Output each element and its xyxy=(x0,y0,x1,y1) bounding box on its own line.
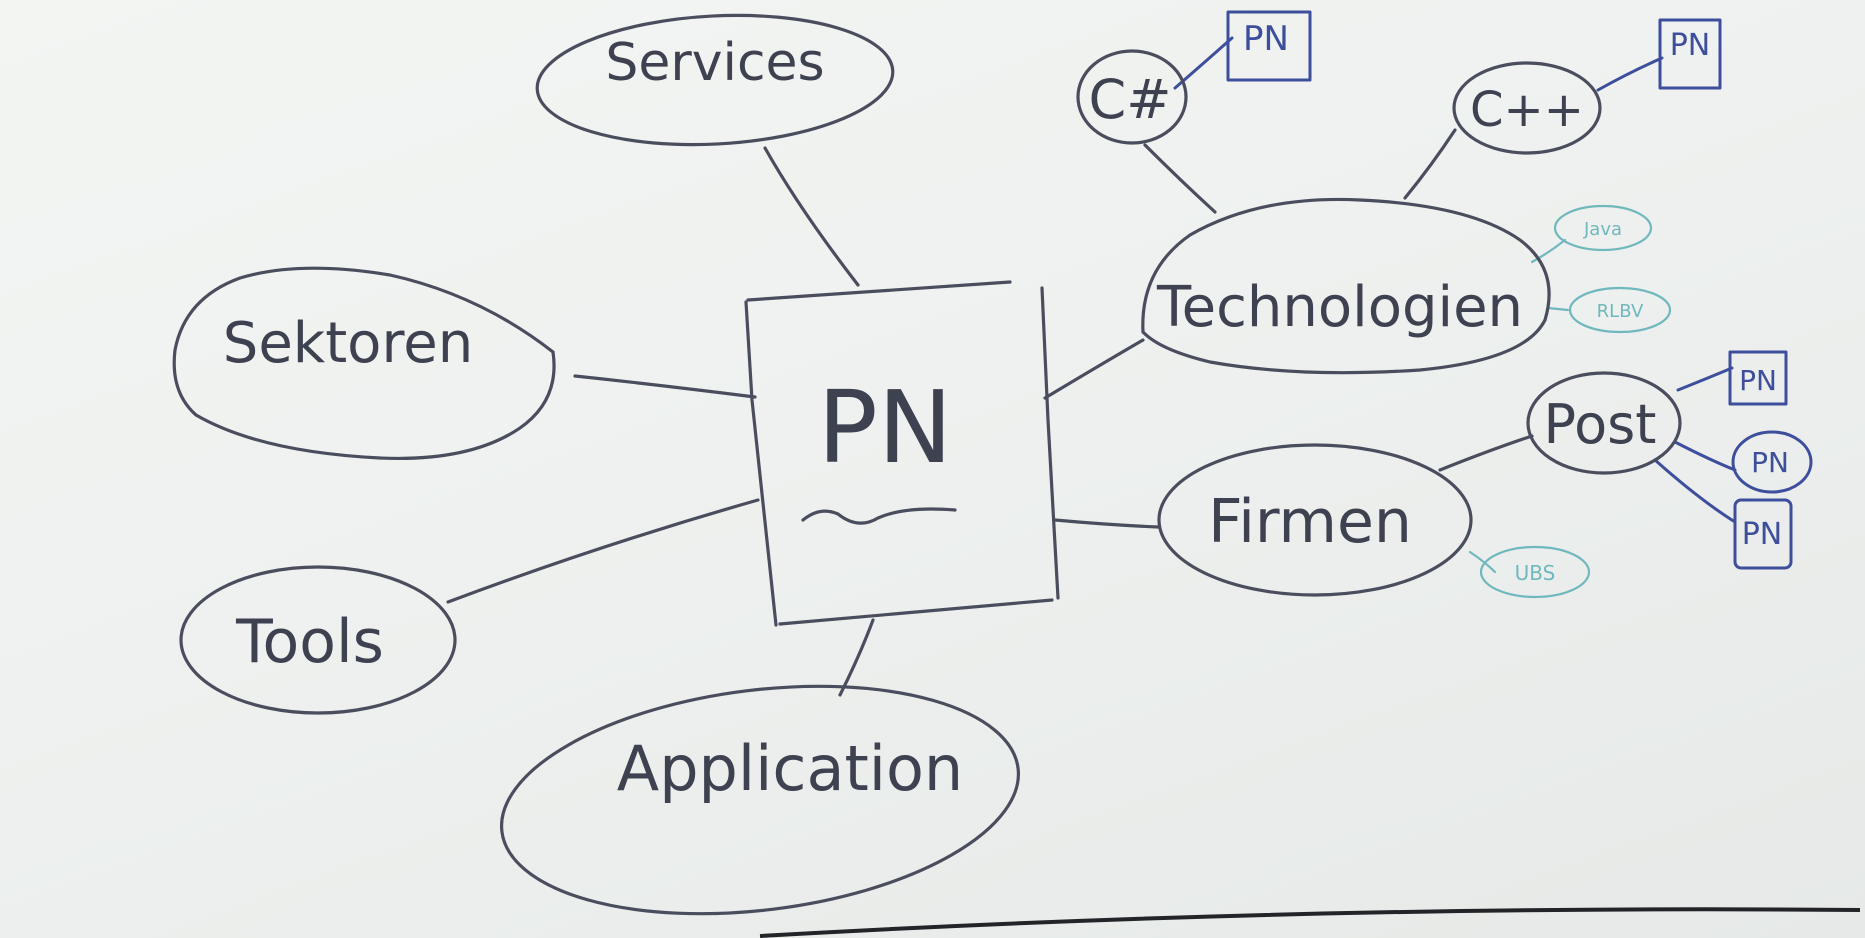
connector-csharp xyxy=(1143,143,1217,214)
connector-ubs xyxy=(1468,550,1497,574)
pn-tag-cpp-label: PN xyxy=(1670,28,1711,63)
post-ellipse xyxy=(1526,371,1682,475)
rlbv-ellipse xyxy=(1568,286,1672,334)
application-ellipse xyxy=(499,684,1021,916)
connector-technologien xyxy=(1043,338,1145,400)
node-technologien: Technologien xyxy=(1141,197,1551,375)
pn-tag-post-2: PN xyxy=(1731,430,1813,494)
pn-tag-cpp: PN xyxy=(1658,18,1722,90)
connector-application xyxy=(838,618,875,697)
node-tools: Tools xyxy=(179,565,457,715)
node-services: Services xyxy=(535,13,895,147)
java-label: Java xyxy=(1583,219,1622,240)
pn-tag-post-2-label: PN xyxy=(1751,446,1789,479)
center-box-right xyxy=(1040,286,1060,600)
pn-tag-csharp-label: PN xyxy=(1243,19,1289,59)
ubs-label: UBS xyxy=(1515,561,1556,585)
node-firmen: Firmen xyxy=(1157,443,1473,597)
connector-post-pn-2 xyxy=(1673,440,1737,472)
node-csharp: C# xyxy=(1076,49,1188,145)
sektoren-label: Sektoren xyxy=(223,311,473,376)
cpp-ellipse xyxy=(1452,61,1602,155)
pn-tag-cpp-box xyxy=(1658,18,1722,90)
pn-tag-post-2-ellipse xyxy=(1731,430,1813,494)
note-java: Java xyxy=(1553,204,1653,252)
pn-tag-post-1: PN xyxy=(1728,350,1788,406)
tools-label: Tools xyxy=(235,607,384,677)
ubs-ellipse xyxy=(1479,545,1591,599)
center-node: PN xyxy=(744,280,1060,627)
post-label: Post xyxy=(1544,393,1657,456)
connector-cpp xyxy=(1403,128,1457,200)
connector-rlbv xyxy=(1546,306,1570,312)
tools-ellipse xyxy=(179,565,457,715)
center-box-left xyxy=(744,300,778,627)
center-box-top xyxy=(746,280,1012,302)
connector-tools xyxy=(446,498,760,604)
connector-post-pn-3 xyxy=(1653,458,1737,524)
connector-cpp-pn xyxy=(1596,56,1664,92)
node-sektoren: Sektoren xyxy=(172,266,556,460)
pn-tag-post-3-box xyxy=(1733,498,1793,570)
center-label: PN xyxy=(817,369,952,486)
center-box-bottom xyxy=(778,598,1054,626)
services-label: Services xyxy=(605,33,824,93)
connector-sektoren xyxy=(573,374,757,399)
java-ellipse xyxy=(1553,204,1653,252)
note-ubs: UBS xyxy=(1479,545,1591,599)
node-cpp: C++ xyxy=(1452,61,1602,155)
technologien-label: Technologien xyxy=(1156,275,1523,340)
rlbv-label: RLBV xyxy=(1597,301,1644,322)
application-label: Application xyxy=(617,732,963,805)
connector-java xyxy=(1530,238,1567,264)
firmen-ellipse xyxy=(1157,443,1473,597)
pn-tag-post-3: PN xyxy=(1733,498,1793,570)
note-rlbv: RLBV xyxy=(1568,286,1672,334)
cpp-label: C++ xyxy=(1470,82,1584,138)
connector-post-pn-1 xyxy=(1676,366,1734,392)
pn-tag-csharp: PN xyxy=(1226,10,1312,82)
connectors xyxy=(446,36,1737,697)
pn-tag-post-3-label: PN xyxy=(1742,517,1783,552)
pn-tag-csharp-box xyxy=(1226,10,1312,82)
underline-squiggle xyxy=(801,507,957,525)
technologien-ellipse xyxy=(1141,197,1551,375)
connector-firmen xyxy=(1053,518,1160,529)
node-post: Post xyxy=(1526,371,1682,475)
node-application: Application xyxy=(499,684,1021,916)
pn-tag-post-1-box xyxy=(1728,350,1788,406)
csharp-ellipse xyxy=(1076,49,1188,145)
csharp-label: C# xyxy=(1089,68,1172,131)
connector-services xyxy=(763,146,860,287)
connector-post xyxy=(1438,434,1534,472)
firmen-label: Firmen xyxy=(1208,487,1412,557)
board-edge xyxy=(759,907,1861,938)
pn-tag-post-1-label: PN xyxy=(1739,364,1777,397)
services-ellipse xyxy=(535,13,895,147)
sektoren-ellipse xyxy=(172,266,556,460)
